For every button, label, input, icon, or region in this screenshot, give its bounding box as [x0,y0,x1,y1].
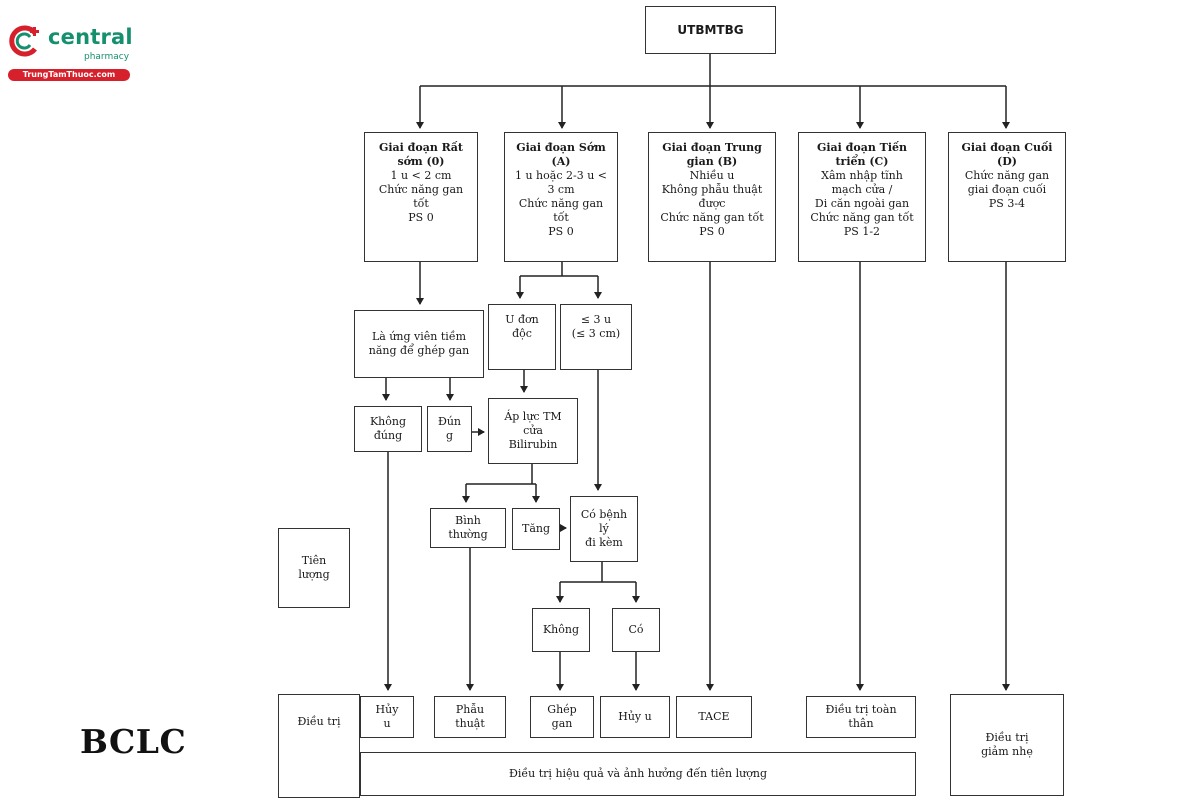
logo-brand-text: central [48,25,133,49]
tace-box: TACE [676,696,752,738]
root-node: UTBMTBG [645,6,776,54]
stage-very-early-title: Giai đoạn Rất sớm (0) [378,141,464,168]
transplant-box: Ghép gan [530,696,594,738]
normal-label: Bình thường [448,514,488,541]
comorbidity-label: Có bệnh lý đi kèm [580,508,628,549]
multi-tumor-label: ≤ 3 u (≤ 3 cm) [571,313,621,340]
increased-label: Tăng [521,522,551,535]
ablation-label-1: Hủy u [375,703,399,730]
stage-intermediate-body: Nhiều u Không phẫu thuật được Chức năng … [660,169,764,238]
single-tumor-node: U đơn độc [488,304,556,370]
not-candidate-label: Không đúng [369,415,407,442]
stage-early-body: 1 u hoặc 2-3 u < 3 cm Chức năng gan tốt … [514,169,607,238]
transplant-candidate-label: Là ứng viên tiềm năng để ghép gan [368,330,470,357]
systemic-therapy-label: Điều trị toàn thân [825,703,897,730]
stage-early: Giai đoạn Sớm (A) 1 u hoặc 2-3 u < 3 cm … [504,132,618,262]
central-pharmacy-logo: central pharmacy TrungTamThuoc.com [6,22,133,82]
increased-node: Tăng [512,508,560,550]
logo-mark-icon [9,25,39,57]
treatment-label: Điều trị [297,715,341,728]
stage-very-early-body: 1 u < 2 cm Chức năng gan tốt PS 0 [378,169,464,224]
stage-intermediate-title: Giai đoạn Trung gian (B) [662,141,762,168]
root-label: UTBMTBG [677,23,744,37]
prognosis-row-label: Tiên lượng [278,528,350,608]
is-candidate-node: Đún g [427,406,472,452]
ablation-label-2: Hủy u [618,710,652,723]
has-comorbidity-label: Có [628,623,644,636]
ablation-box-1: Hủy u [360,696,414,738]
stage-very-early: Giai đoạn Rất sớm (0) 1 u < 2 cm Chức nă… [364,132,478,262]
transplant-label: Ghép gan [547,703,577,730]
palliative-care-label: Điều trị giảm nhẹ [981,731,1033,758]
has-comorbidity-node: Có [612,608,660,652]
stage-terminal-body: Chức năng gan giai đoạn cuối PS 3-4 [964,169,1050,210]
portal-pressure-node: Áp lực TM cửa Bilirubin [488,398,578,464]
stage-intermediate: Giai đoạn Trung gian (B) Nhiều u Không p… [648,132,776,262]
stage-advanced-title: Giai đoạn Tiến triển (C) [816,141,908,168]
palliative-care-box: Điều trị giảm nhẹ [950,694,1064,796]
single-tumor-label: U đơn độc [505,313,539,340]
comorbidity-node: Có bệnh lý đi kèm [570,496,638,562]
not-candidate-node: Không đúng [354,406,422,452]
normal-node: Bình thường [430,508,506,548]
effective-treatment-footer: Điều trị hiệu quả và ảnh hưởng đến tiên … [360,752,916,796]
no-comorbidity-node: Không [532,608,590,652]
surgery-label: Phẫu thuật [455,703,485,730]
stage-advanced-body: Xâm nhập tĩnh mạch cửa / Di căn ngoài ga… [810,169,914,238]
systemic-therapy-box: Điều trị toàn thân [806,696,916,738]
surgery-box: Phẫu thuật [434,696,506,738]
no-comorbidity-label: Không [542,623,580,636]
transplant-candidate-node: Là ứng viên tiềm năng để ghép gan [354,310,484,378]
tace-label: TACE [698,710,730,723]
bclc-caption: BCLC [80,722,187,761]
footer-label: Điều trị hiệu quả và ảnh hưởng đến tiên … [509,767,767,780]
multi-tumor-node: ≤ 3 u (≤ 3 cm) [560,304,632,370]
is-candidate-label: Đún g [437,415,462,442]
logo-sub-text: pharmacy [84,52,130,62]
stage-terminal-title: Giai đoạn Cuối (D) [961,141,1053,168]
stage-advanced: Giai đoạn Tiến triển (C) Xâm nhập tĩnh m… [798,132,926,262]
portal-pressure-label: Áp lực TM cửa Bilirubin [504,410,562,451]
prognosis-label: Tiên lượng [298,554,330,581]
ablation-box-2: Hủy u [600,696,670,738]
stage-terminal: Giai đoạn Cuối (D) Chức năng gan giai đo… [948,132,1066,262]
stage-early-title: Giai đoạn Sớm (A) [516,141,606,168]
logo-site-text: TrungTamThuoc.com [8,69,130,81]
treatment-row-label: Điều trị [278,694,360,798]
